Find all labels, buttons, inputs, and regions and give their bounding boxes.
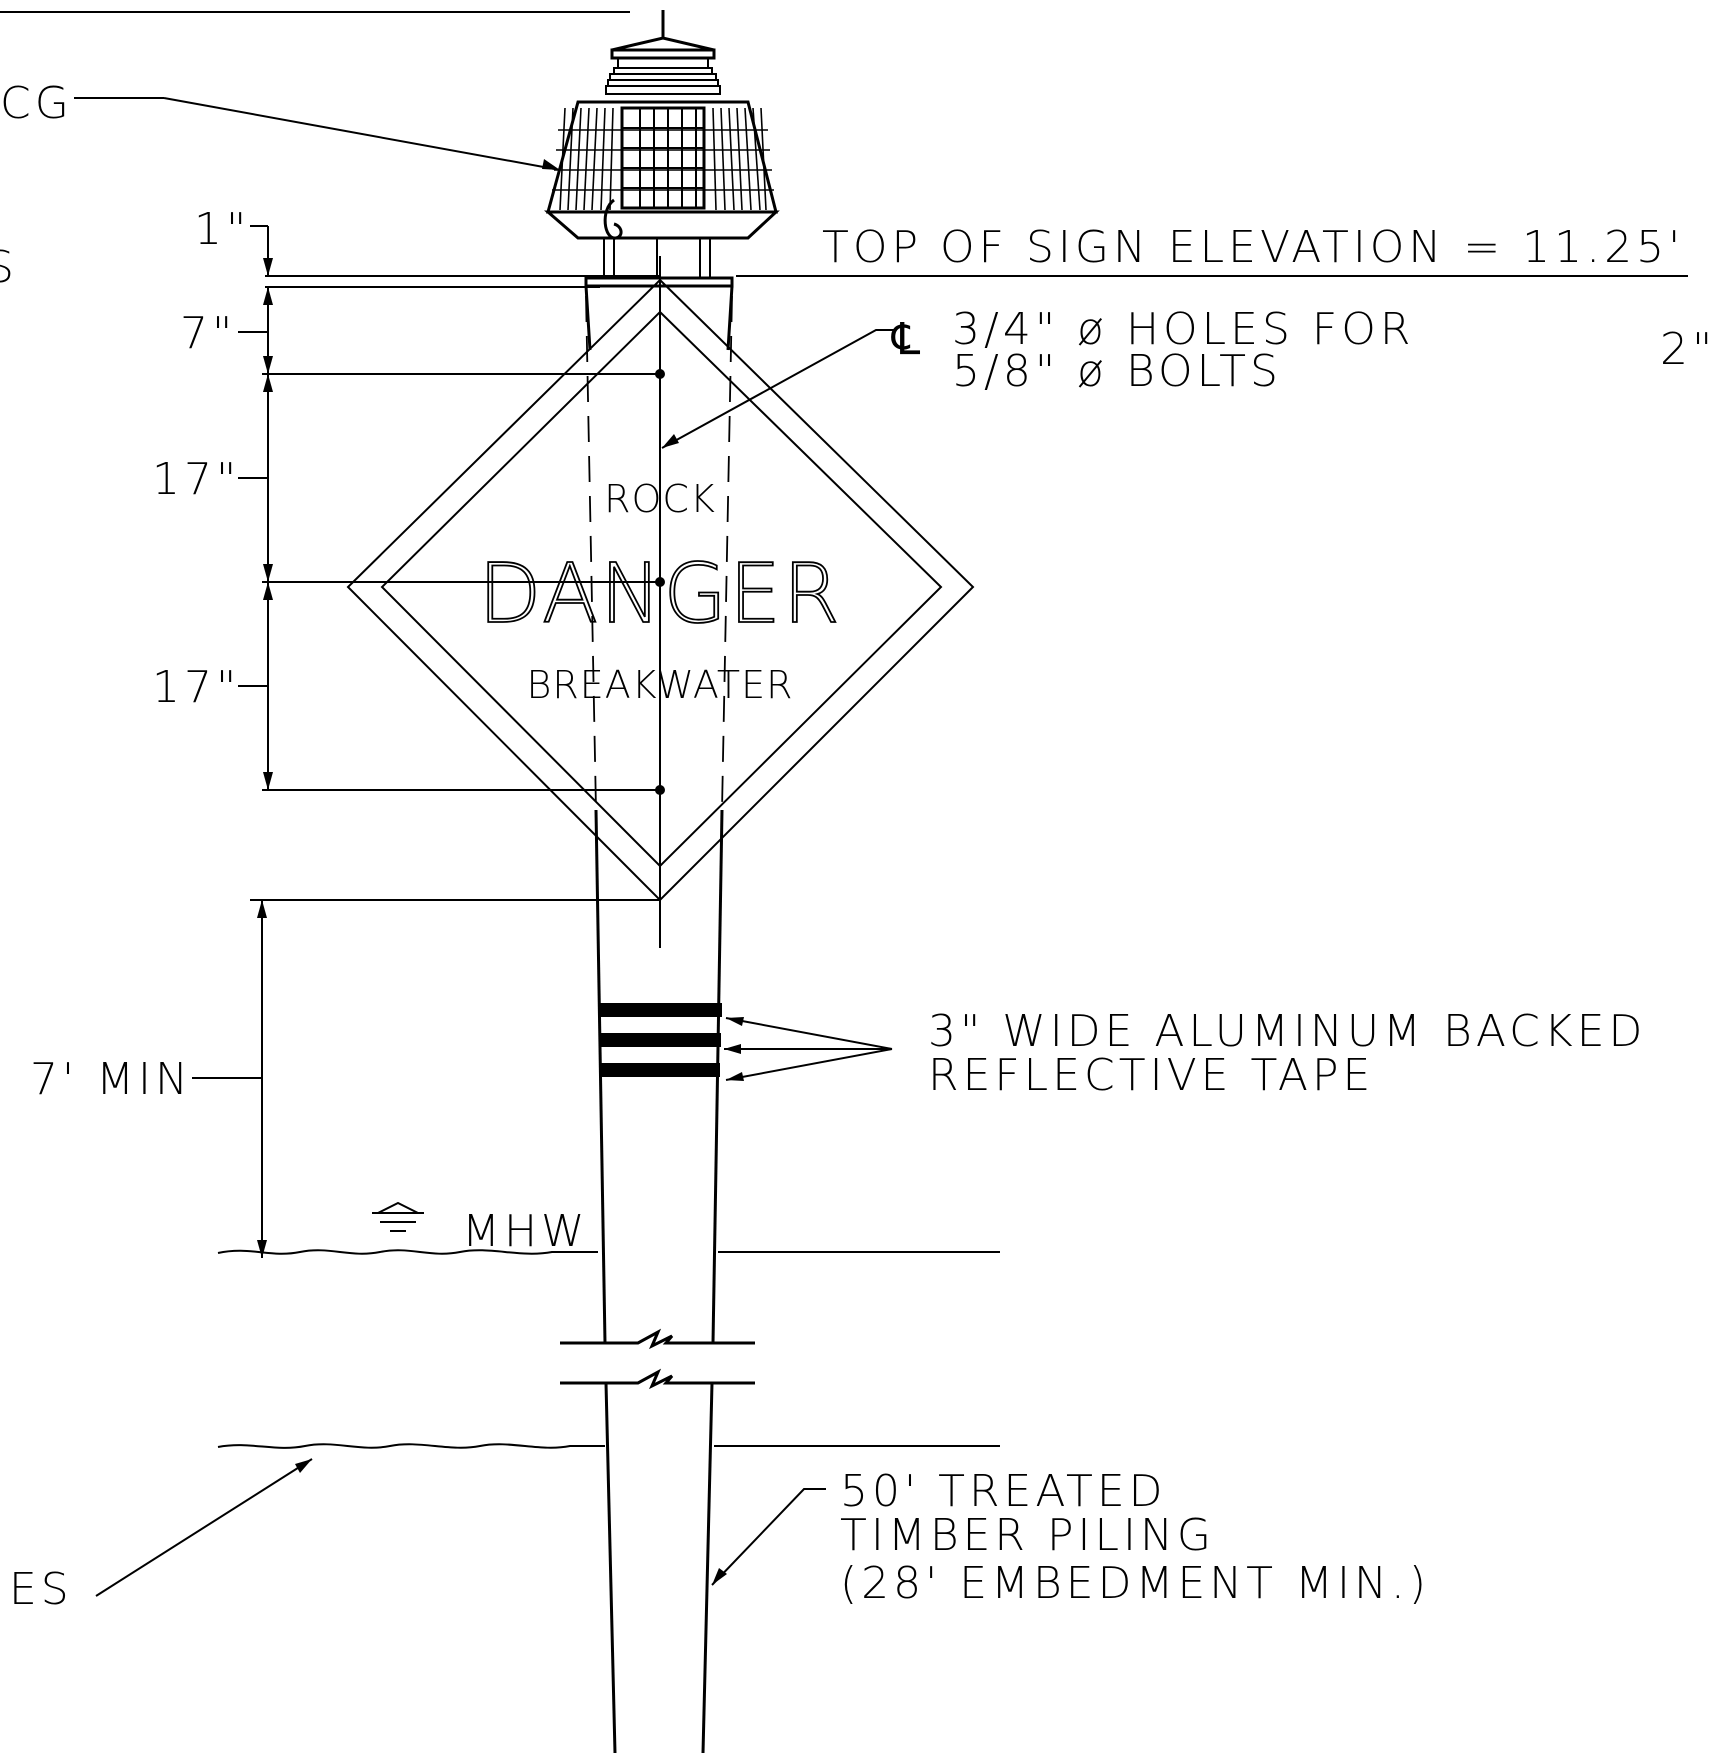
piling-label-line3: (28' EMBEDMENT MIN.): [840, 1558, 1430, 1609]
tape-label-line2: REFLECTIVE TAPE: [928, 1050, 1374, 1101]
tape-label-line1: 3" WIDE ALUMINUM BACKED: [928, 1006, 1646, 1057]
centerline-symbol: ℄: [891, 314, 924, 365]
bolt-holes-leader: [661, 329, 896, 449]
sign-text-danger: DANGER: [478, 547, 841, 642]
piling-label-line1: 50' TREATED: [840, 1466, 1167, 1517]
dim-17-inch-lower: 17": [152, 662, 240, 713]
clearance-7ft-min-label: 7' MIN: [30, 1054, 192, 1105]
timber-piling-lower: [604, 1382, 714, 1753]
sign-text-breakwater: BREAKWATER: [526, 663, 793, 707]
light-callout-partial-label: CG: [0, 78, 73, 129]
light-callout-leader: [74, 97, 561, 171]
timber-piling-leader: [711, 1488, 826, 1586]
mudline: [217, 1443, 1000, 1449]
dim-1-inch: 1": [194, 204, 250, 255]
reflective-tape-bands: [598, 1003, 722, 1077]
navigation-light: [543, 10, 780, 279]
dim-7-inch: 7": [180, 308, 236, 359]
holes-label-line1: 3/4" ø HOLES FOR: [952, 304, 1414, 355]
break-lines: [560, 1328, 755, 1390]
mhw-water-line: [217, 1249, 1000, 1255]
mudline-callout-leader: [95, 1458, 313, 1597]
left-partial-label-ies: IES: [0, 1564, 73, 1615]
top-of-sign-elevation-label: TOP OF SIGN ELEVATION = 11.25': [822, 222, 1684, 273]
vertical-dimension-chain: [238, 225, 660, 791]
holes-label-line2: 5/8" ø BOLTS: [952, 346, 1282, 397]
left-partial-label-s: S: [0, 242, 18, 293]
mhw-label: MHW: [462, 1206, 589, 1257]
piling-label-line2: TIMBER PILING: [840, 1510, 1215, 1561]
right-dimension-partial: 2": [1660, 324, 1716, 375]
reflective-tape-leaders: [724, 1017, 893, 1081]
clearance-dimension: [192, 899, 660, 1258]
dim-17-inch-upper: 17": [152, 454, 240, 505]
mhw-symbol: [372, 1201, 424, 1232]
sign-text-rock: ROCK: [604, 477, 716, 521]
